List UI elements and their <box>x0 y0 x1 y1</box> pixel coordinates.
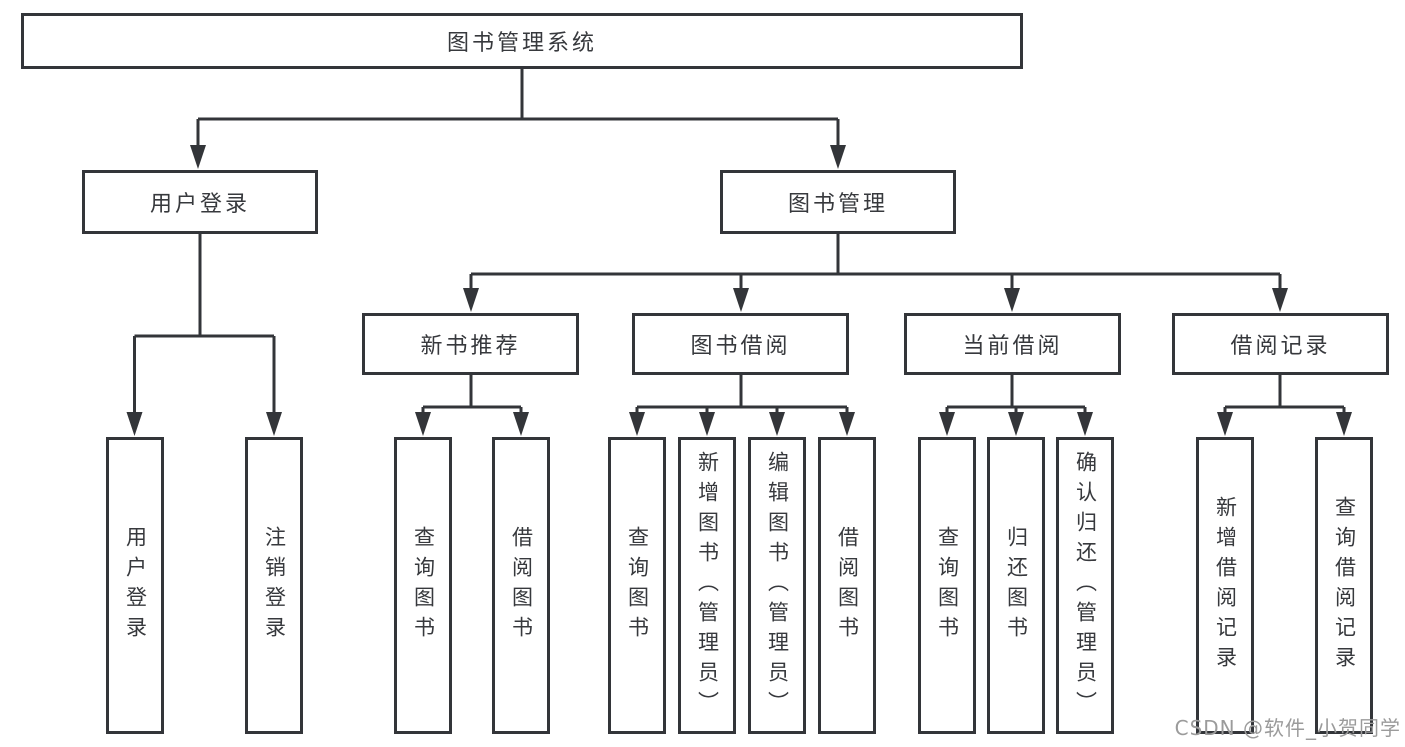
leaf-query-borrow-record: 查询借阅记录 <box>1315 437 1373 734</box>
leaf-borrow-book-recommend-label: 借阅图书 <box>509 525 534 646</box>
node-new-book-recommend-label: 新书推荐 <box>420 334 521 359</box>
leaf-confirm-return-admin: 确认归还（管理员） <box>1056 437 1114 734</box>
node-user-login: 用户登录 <box>82 170 318 234</box>
leaf-query-book-recommend: 查询图书 <box>394 437 452 734</box>
leaf-query-book-current: 查询图书 <box>918 437 976 734</box>
leaf-borrow-book-recommend: 借阅图书 <box>492 437 550 734</box>
node-root: 图书管理系统 <box>21 13 1023 69</box>
leaf-user-login: 用户登录 <box>106 437 164 734</box>
node-book-management-label: 图书管理 <box>787 192 888 217</box>
leaf-add-borrow-record: 新增借阅记录 <box>1196 437 1254 734</box>
leaf-query-book-recommend-label: 查询图书 <box>411 525 436 646</box>
leaf-logout-label: 注销登录 <box>262 525 287 646</box>
leaf-confirm-return-admin-label: 确认归还（管理员） <box>1073 450 1098 721</box>
node-user-login-label: 用户登录 <box>149 192 250 217</box>
leaf-edit-book-admin-label: 编辑图书（管理员） <box>765 450 790 721</box>
leaf-add-book-admin-label: 新增图书（管理员） <box>695 450 720 721</box>
leaf-query-book-borrow: 查询图书 <box>608 437 666 734</box>
node-book-borrow-label: 图书借阅 <box>690 334 791 359</box>
leaf-query-borrow-record-label: 查询借阅记录 <box>1332 495 1357 676</box>
node-book-management: 图书管理 <box>720 170 956 234</box>
leaf-add-borrow-record-label: 新增借阅记录 <box>1213 495 1238 676</box>
node-new-book-recommend: 新书推荐 <box>362 313 579 375</box>
node-borrow-records-label: 借阅记录 <box>1230 334 1331 359</box>
watermark: CSDN @软件_小贺同学 <box>1174 716 1401 740</box>
node-current-borrow: 当前借阅 <box>904 313 1121 375</box>
leaf-edit-book-admin: 编辑图书（管理员） <box>748 437 806 734</box>
leaf-user-login-label: 用户登录 <box>123 525 148 646</box>
leaf-borrow-book-label: 借阅图书 <box>835 525 860 646</box>
leaf-return-book-label: 归还图书 <box>1004 525 1029 646</box>
leaf-query-book-borrow-label: 查询图书 <box>625 525 650 646</box>
leaf-logout: 注销登录 <box>245 437 303 734</box>
leaf-borrow-book: 借阅图书 <box>818 437 876 734</box>
node-current-borrow-label: 当前借阅 <box>962 334 1063 359</box>
leaf-return-book: 归还图书 <box>987 437 1045 734</box>
leaf-add-book-admin: 新增图书（管理员） <box>678 437 736 734</box>
node-root-label: 图书管理系统 <box>446 31 597 56</box>
node-book-borrow: 图书借阅 <box>632 313 849 375</box>
node-borrow-records: 借阅记录 <box>1172 313 1389 375</box>
leaf-query-book-current-label: 查询图书 <box>935 525 960 646</box>
